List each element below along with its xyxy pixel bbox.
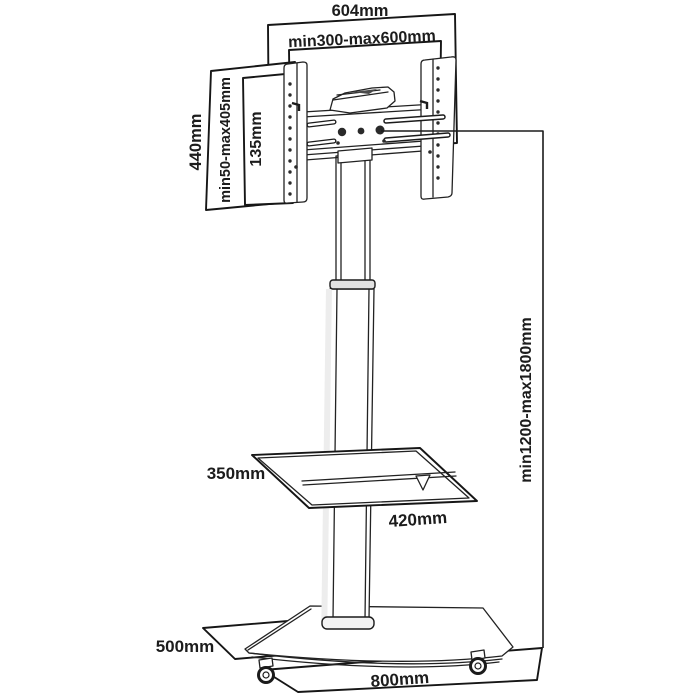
label-vesa-height-range: min50-max405mm [218, 77, 234, 203]
shelf-rim-lower [302, 475, 457, 486]
shelf-bracket [415, 474, 431, 491]
label-shelf-depth: 350mm [207, 464, 266, 483]
label-base-depth: 500mm [156, 637, 215, 656]
column-foot [321, 616, 375, 630]
label-stand-height-range: min1200-max1800mm [518, 317, 535, 482]
label-plate-height: 135mm [248, 111, 265, 166]
shelf-rim [301, 471, 456, 482]
label-vesa-width-range: min300-max600mm [288, 28, 436, 51]
dim-line-stand-height [381, 130, 544, 648]
shelf-plate [257, 450, 470, 506]
caster-right [469, 649, 487, 675]
column-inner-pole [335, 153, 371, 284]
bracket-rail-right [420, 56, 457, 200]
base-plate-bevel [247, 608, 312, 651]
tilt-head-shade [352, 89, 377, 94]
bracket-hooks [291, 99, 429, 111]
label-base-width: 800mm [370, 668, 430, 691]
column-collar [329, 279, 376, 290]
label-shelf-width: 420mm [388, 508, 448, 531]
bracket-hinge-plate [337, 147, 373, 164]
bracket-slots [306, 114, 451, 147]
caster-left [257, 657, 275, 684]
label-bracket-height: 440mm [187, 114, 205, 171]
bracket-rail-left [283, 61, 308, 204]
bracket-bolt-holes [294, 125, 432, 169]
dim-frame-shelf [251, 447, 478, 509]
shelf [251, 447, 478, 509]
bracket-tilt-head [329, 86, 396, 114]
label-top-width: 604mm [332, 2, 389, 20]
